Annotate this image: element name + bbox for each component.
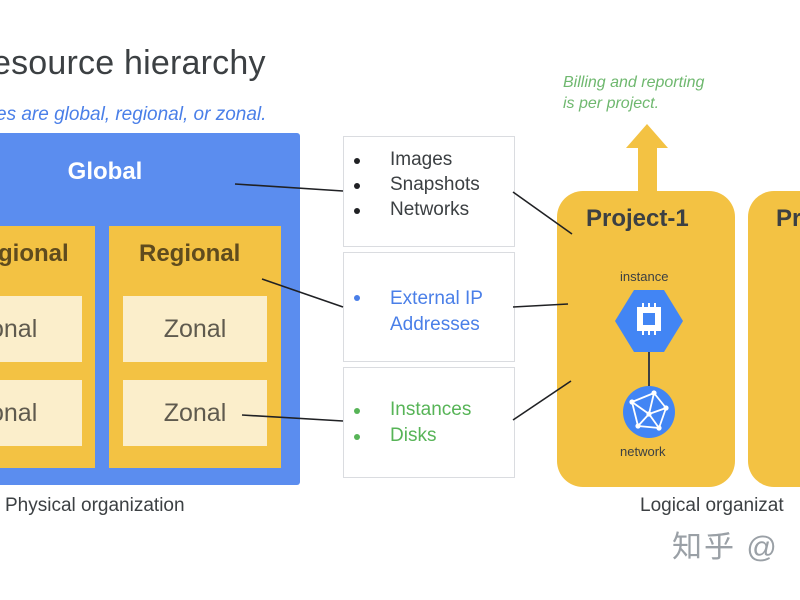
billing-line-1: Billing and reporting — [563, 74, 705, 91]
billing-line-2: is per project. — [563, 95, 660, 112]
zone-left-top-label: onal — [0, 314, 38, 343]
bullet — [354, 183, 360, 189]
logical-caption: Logical organizat — [640, 495, 784, 516]
zone-right-top: Zonal — [123, 296, 267, 362]
global-resources-box: Images Snapshots Networks — [343, 136, 515, 247]
resource-external-ip: External IP — [390, 288, 483, 309]
connector-project-regional — [512, 303, 569, 308]
bullet — [354, 295, 360, 301]
zone-left-bottom-label: onal — [0, 398, 38, 427]
bullet — [354, 208, 360, 214]
project-1-label: Project-1 — [586, 205, 689, 232]
zone-right-top-label: Zonal — [163, 314, 227, 343]
compute-instance-icon — [615, 290, 683, 352]
network-icon — [623, 386, 675, 438]
connector-project-global — [512, 191, 573, 235]
region-label-left: gional — [0, 240, 69, 267]
watermark: 知乎 @ — [672, 531, 779, 564]
up-arrow-icon — [626, 124, 668, 192]
resource-addresses: Addresses — [390, 314, 480, 335]
resource-disks: Disks — [390, 425, 437, 446]
physical-caption: Physical organization — [5, 495, 185, 516]
global-label: Global — [67, 158, 143, 185]
resource-instances: Instances — [390, 399, 472, 420]
connector-global — [234, 183, 344, 192]
connector-zonal — [241, 414, 344, 422]
bullet — [354, 434, 360, 440]
resource-images: Images — [390, 149, 453, 170]
zone-left-bottom: onal — [0, 380, 82, 446]
connector-regional — [261, 278, 344, 308]
instance-label: instance — [620, 269, 669, 284]
region-label-right: Regional — [139, 240, 241, 267]
page-subtitle: es are global, regional, or zonal. — [0, 104, 267, 125]
project-2-label: Pr — [776, 205, 800, 232]
resource-networks: Networks — [390, 199, 470, 220]
project-2-box — [748, 191, 800, 487]
zone-right-bottom: Zonal — [123, 380, 267, 446]
billing-note: Billing and reporting is per project. — [563, 72, 704, 114]
resource-snapshots: Snapshots — [390, 174, 480, 195]
zonal-resources-box: Instances Disks — [343, 367, 515, 478]
zone-right-bottom-label: Zonal — [163, 398, 227, 427]
connector-project-zonal — [512, 380, 572, 421]
bullet — [354, 408, 360, 414]
zone-left-top: onal — [0, 296, 82, 362]
network-label: network — [620, 444, 666, 459]
page-title: esource hierarchy — [0, 44, 266, 82]
bullet — [354, 158, 360, 164]
regional-resources-box: External IP Addresses — [343, 252, 515, 362]
